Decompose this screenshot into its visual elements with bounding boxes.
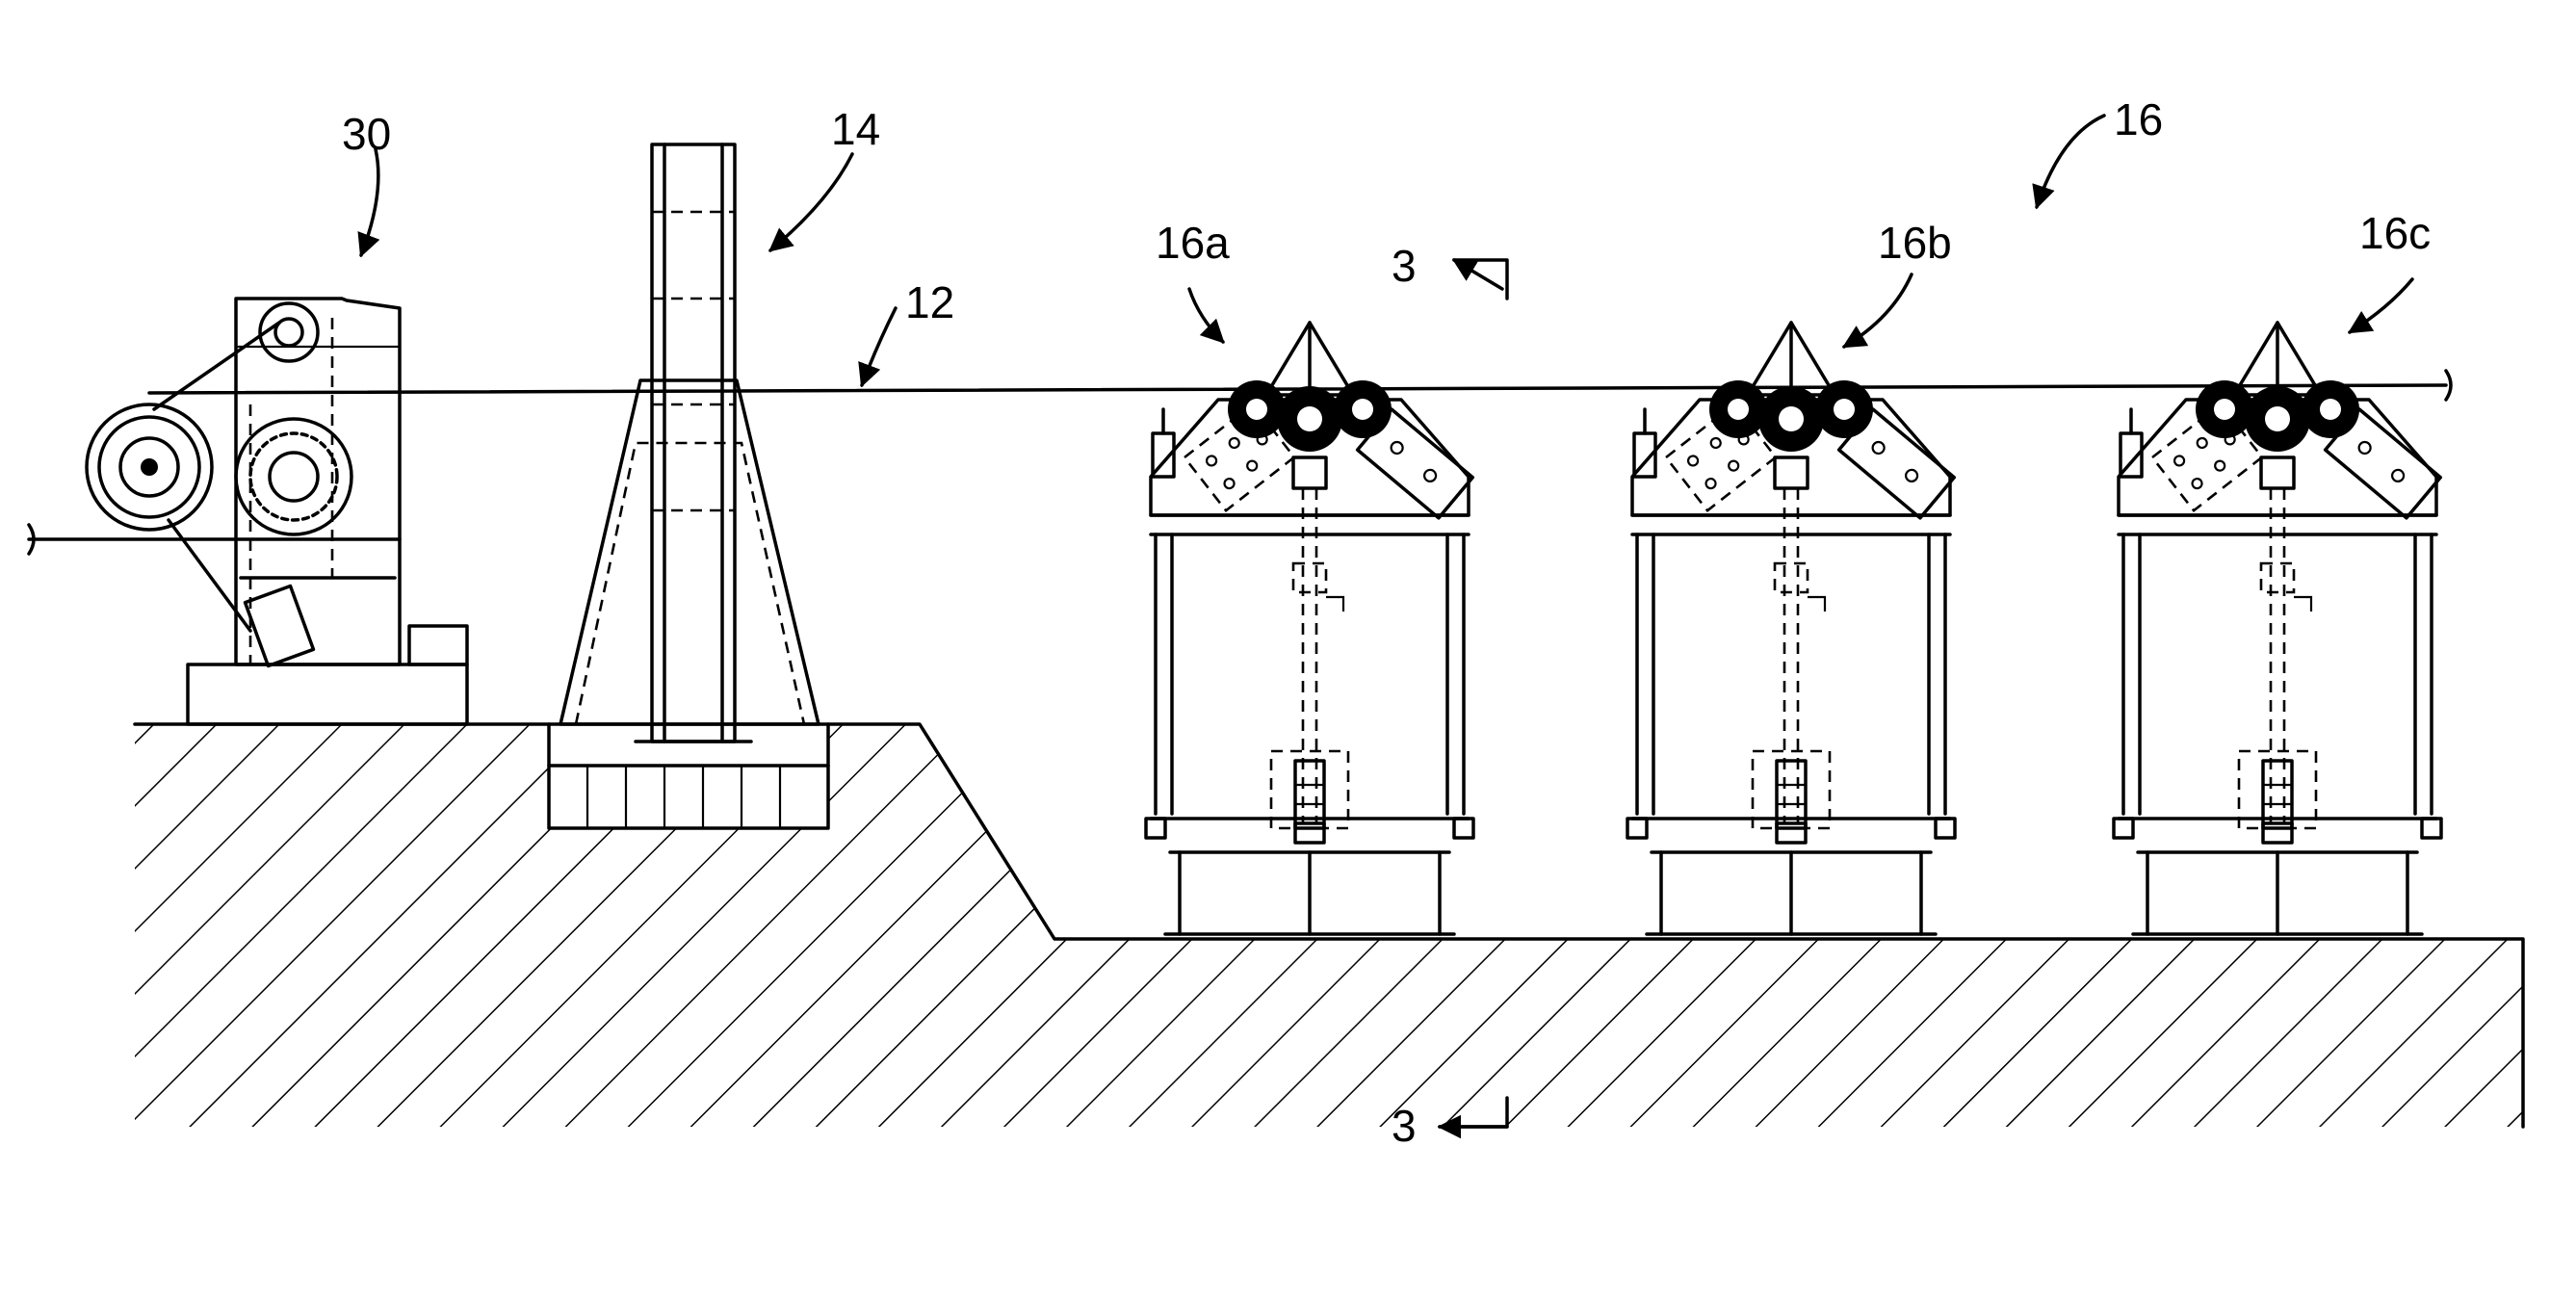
pay-off-machine — [29, 299, 467, 724]
label-16b: 16b — [1878, 218, 1952, 268]
ground — [135, 713, 2533, 1136]
label-section-top: 3 — [1392, 241, 1417, 291]
label-16: 16 — [2114, 94, 2163, 144]
label-16c: 16c — [2359, 208, 2431, 258]
tower-structure — [549, 144, 828, 828]
label-section-bottom: 3 — [1392, 1101, 1417, 1151]
label-30: 30 — [342, 109, 391, 159]
tension-unit-a — [1146, 323, 1473, 934]
label-16a: 16a — [1156, 218, 1230, 268]
label-14: 14 — [831, 104, 880, 154]
tension-unit-b — [1627, 323, 1955, 934]
label-12: 12 — [905, 277, 954, 327]
tension-unit-c — [2114, 323, 2441, 934]
